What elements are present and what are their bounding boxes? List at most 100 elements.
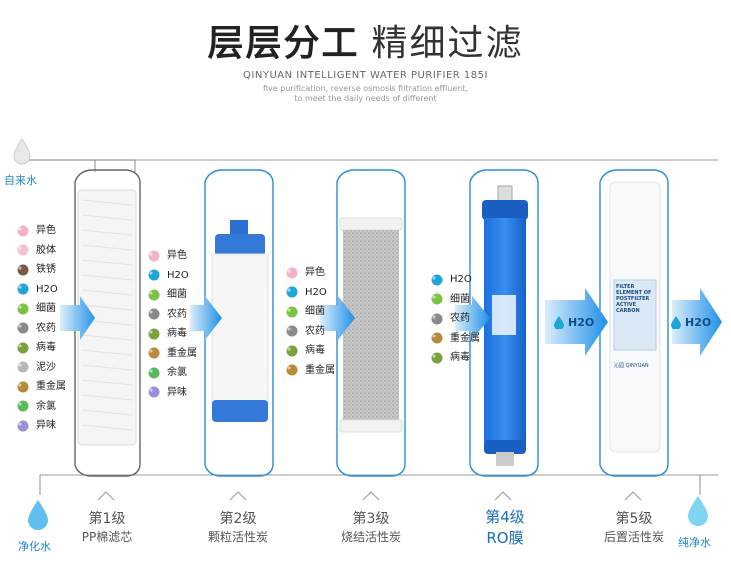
contaminant-label: 异色: [305, 267, 325, 278]
contaminant-icon: [285, 363, 299, 377]
stage3-cartridge: [339, 217, 403, 433]
title-light: 精细过滤: [371, 23, 524, 64]
contaminant-label: 细菌: [167, 289, 187, 300]
contaminant-label: 胶体: [36, 244, 56, 256]
stage5-label-line: FILTER: [616, 284, 635, 290]
contaminant-label: H2O: [305, 286, 327, 298]
contaminant-icon: [16, 321, 30, 335]
contaminant-item: H2O: [16, 280, 66, 300]
contaminant-label: 病毒: [305, 345, 325, 356]
stage5-label-line: POSTFILTER: [616, 296, 650, 302]
contaminant-icon: [147, 346, 161, 360]
contaminants-list-stage3: 异色 H2O 细菌农药病毒重金属: [285, 263, 335, 380]
stage-3: 第3级 烧结活性炭: [328, 508, 414, 545]
outlet-right-label: 纯净水: [678, 536, 711, 549]
stage-1: 第1级 PP棉滤芯: [66, 508, 148, 545]
contaminant-icon: [430, 351, 444, 365]
contaminant-icon: [16, 302, 30, 316]
contaminant-label: 铁锈: [36, 264, 56, 275]
contaminant-icon: [285, 266, 299, 280]
contaminant-item: 细菌: [430, 290, 480, 310]
contaminant-label: H2O: [36, 283, 58, 295]
h2o-after-stage4: H2O: [553, 315, 594, 329]
stage-number: 第4级: [485, 508, 525, 526]
stage-name: 颗粒活性炭: [207, 530, 268, 544]
flow-arrows: [60, 288, 722, 356]
contaminant-label: 细菌: [305, 306, 325, 317]
contaminant-item: 异味: [147, 383, 197, 403]
contaminant-item: 重金属: [285, 361, 335, 381]
stage-name: 后置活性炭: [603, 530, 664, 544]
contaminant-label: 异味: [167, 386, 187, 398]
contaminant-label: 异色: [167, 250, 187, 261]
water-drop-icon: [553, 315, 565, 329]
contaminant-label: 重金属: [305, 364, 335, 376]
outlet-left-label: 净化水: [18, 540, 51, 553]
contaminant-item: 重金属: [430, 329, 480, 349]
contaminant-icon: [16, 224, 30, 238]
stage2-cartridge: [211, 220, 269, 422]
contaminant-item: 病毒: [16, 338, 66, 358]
contaminant-item: 余氯: [147, 363, 197, 383]
contaminant-label: 泥沙: [36, 361, 56, 373]
contaminant-item: 胶体: [16, 241, 66, 261]
contaminant-label: 重金属: [450, 332, 480, 344]
contaminant-item: 异色: [285, 263, 335, 283]
contaminant-label: 余氯: [36, 400, 56, 412]
contaminant-label: H2O: [450, 274, 472, 285]
contaminant-item: H2O: [430, 270, 480, 290]
contaminant-icon: [430, 292, 444, 306]
stage-name: 烧结活性炭: [340, 530, 401, 544]
contaminant-icon: [285, 305, 299, 319]
contaminant-icon: [285, 344, 299, 358]
pure-water-drop-icon: [684, 494, 712, 528]
contaminant-icon: [147, 307, 161, 321]
contaminant-label: 细菌: [36, 303, 56, 314]
description-line-2: to meet the daily needs of different: [294, 94, 437, 103]
contaminant-item: 重金属: [147, 344, 197, 364]
contaminant-item: 细菌: [16, 299, 66, 319]
contaminant-item: 泥沙: [16, 358, 66, 378]
stage4-cartridge: [482, 185, 528, 466]
contaminant-icon: [430, 312, 444, 326]
contaminant-item: 农药: [147, 305, 197, 325]
stage-name: PP棉滤芯: [81, 530, 133, 544]
stage-name: RO膜: [486, 529, 524, 547]
contaminant-item: 异味: [16, 416, 66, 436]
contaminant-label: 余氯: [167, 367, 187, 378]
contaminant-item: H2O: [147, 266, 197, 286]
contaminant-item: 铁锈: [16, 260, 66, 280]
contaminant-item: 病毒: [147, 324, 197, 344]
contaminant-icon: [285, 324, 299, 338]
contaminant-label: H2O: [167, 269, 189, 281]
h2o-after-stage5: H2O: [670, 315, 711, 329]
contaminant-icon: [16, 419, 30, 433]
contaminant-icon: [16, 341, 30, 355]
contaminant-label: 细菌: [450, 293, 470, 305]
purified-water-drop-icon: [24, 498, 52, 532]
contaminants-list-stage2: 异色 H2O 细菌农药病毒重金属余氯异味: [147, 246, 197, 402]
description: five purification, reverse osmosis filtr…: [0, 84, 731, 104]
water-drop-icon: [670, 315, 682, 329]
contaminant-item: 农药: [285, 322, 335, 342]
contaminant-icon: [16, 380, 30, 394]
contaminant-item: 细菌: [147, 285, 197, 305]
stage5-brand: 沁园 QINYUAN: [614, 363, 649, 369]
contaminant-icon: [16, 282, 30, 296]
stage1-cartridge: [77, 189, 137, 446]
contaminant-item: 异色: [16, 221, 66, 241]
contaminant-icon: [147, 385, 161, 399]
inlet-label: 自来水: [4, 174, 37, 187]
contaminant-item: H2O: [285, 283, 335, 303]
contaminant-item: 异色: [147, 246, 197, 266]
contaminant-label: 病毒: [450, 352, 470, 363]
contaminant-icon: [147, 366, 161, 380]
stage5-label-line: ELEMENT OF: [616, 290, 652, 296]
stage-number: 第2级: [219, 511, 257, 527]
contaminant-icon: [285, 285, 299, 299]
stage-number: 第1级: [88, 511, 126, 527]
contaminant-icon: [16, 360, 30, 374]
